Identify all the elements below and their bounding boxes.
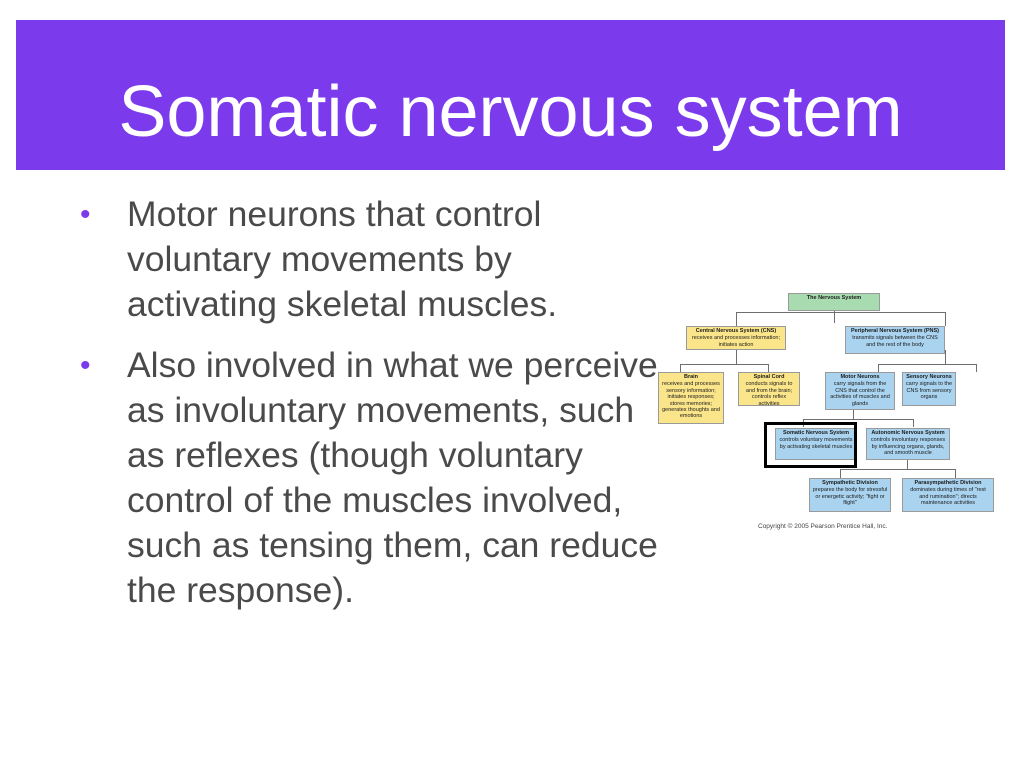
title-bar: Somatic nervous system	[16, 20, 1005, 170]
box-title: Sympathetic Division	[822, 480, 878, 486]
connector-line	[680, 364, 681, 372]
connector-line	[976, 364, 977, 372]
box-desc: controls voluntary movements by activati…	[779, 437, 853, 450]
box-desc: dominates during times of "rest and rumi…	[910, 487, 986, 507]
cns-box: Central Nervous System (CNS) receives an…	[686, 326, 786, 350]
bullet-marker: •	[80, 198, 91, 231]
connector-line	[736, 312, 945, 313]
connector-line	[878, 364, 879, 372]
connector-line	[945, 312, 946, 326]
box-title: Somatic Nervous System	[782, 430, 850, 436]
connector-line	[803, 419, 913, 420]
connector-line	[913, 419, 914, 427]
somatic-highlight-frame	[764, 422, 857, 468]
box-desc: receives and processes sensory informati…	[662, 381, 720, 420]
bullet-item: • Also involved in what we perceive as i…	[80, 343, 670, 613]
box-desc: controls involuntary responses by influe…	[870, 437, 946, 457]
connector-line	[840, 469, 841, 478]
connector-line	[840, 469, 955, 470]
connector-line	[955, 469, 956, 478]
connector-line	[768, 364, 769, 372]
nervous-system-box: The Nervous System	[788, 293, 880, 311]
autonomic-box: Autonomic Nervous System controls involu…	[866, 428, 950, 460]
copyright-text: Copyright © 2005 Pearson Prentice Hall, …	[758, 523, 888, 530]
bullet-text: Also involved in what we perceive as inv…	[127, 345, 658, 610]
motor-neurons-box: Motor Neurons carry signals from the CNS…	[825, 372, 895, 410]
box-title: Motor Neurons	[840, 374, 880, 380]
bullet-list: • Motor neurons that control voluntary m…	[80, 192, 670, 629]
box-title: Peripheral Nervous System (PNS)	[850, 328, 940, 334]
slide-title: Somatic nervous system	[118, 72, 903, 152]
connector-line	[736, 312, 737, 326]
connector-line	[945, 350, 946, 364]
connector-line	[907, 460, 908, 469]
parasympathetic-box: Parasympathetic Division dominates durin…	[902, 478, 994, 512]
box-desc: carry signals to the CNS from sensory or…	[905, 381, 953, 401]
box-desc: conducts signals to and from the brain; …	[745, 381, 793, 406]
box-desc: transmits signals between the CNS and th…	[852, 335, 938, 348]
spinal-cord-box: Spinal Cord conducts signals to and from…	[738, 372, 800, 406]
bullet-marker: •	[80, 349, 91, 382]
box-title: Sensory Neurons	[906, 374, 952, 380]
connector-line	[736, 350, 737, 364]
nervous-system-diagram: The Nervous System Central Nervous Syste…	[650, 280, 1020, 540]
box-desc: prepares the body for stressful or energ…	[812, 487, 888, 507]
bullet-text: Motor neurons that control voluntary mov…	[127, 194, 558, 324]
bullet-item: • Motor neurons that control voluntary m…	[80, 192, 670, 327]
box-title: Brain	[683, 374, 699, 380]
connector-line	[853, 409, 854, 419]
brain-box: Brain receives and processes sensory inf…	[658, 372, 724, 424]
box-title: Parasympathetic Division	[914, 480, 982, 486]
box-title: Autonomic Nervous System	[871, 430, 945, 436]
box-title: The Nervous System	[806, 295, 862, 301]
connector-line	[680, 364, 768, 365]
box-title: Central Nervous System (CNS)	[695, 328, 777, 334]
connector-line	[878, 364, 976, 365]
sympathetic-box: Sympathetic Division prepares the body f…	[809, 478, 891, 512]
pns-box: Peripheral Nervous System (PNS) transmit…	[845, 326, 945, 354]
box-desc: receives and processes information; init…	[691, 335, 781, 348]
box-title: Spinal Cord	[753, 374, 785, 380]
box-desc: carry signals from the CNS that control …	[830, 381, 890, 407]
somatic-box: Somatic Nervous System controls voluntar…	[775, 428, 857, 460]
sensory-neurons-box: Sensory Neurons carry signals to the CNS…	[902, 372, 956, 406]
